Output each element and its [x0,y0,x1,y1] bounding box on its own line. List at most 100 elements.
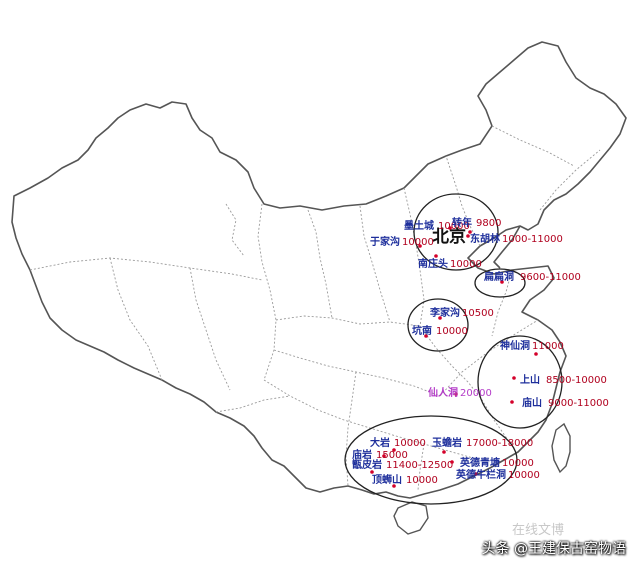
site-date: 8500-10000 [546,375,607,386]
site-label: 上山 8500-10000 [520,373,607,386]
site-name: 英德青塘 [459,456,500,469]
site-name: 甑皮岩 [352,458,382,471]
site-date: 15000 [376,450,408,461]
site-dot [534,352,538,356]
site-label: 墨土城 10000 [404,219,470,232]
site-name: 上山 [520,373,540,386]
site-marker: 上山 8500-10000 [512,373,607,386]
site-dot [512,376,516,380]
site-date: 17000-18000 [466,438,533,449]
site-marker: 大岩 10000 [370,436,426,452]
site-name: 顶蛳山 [372,473,402,486]
site-dot [382,454,386,458]
site-dot [466,234,470,238]
site-name: 于家沟 [370,235,400,248]
site-dot [442,450,446,454]
site-date: 10000 [402,237,434,248]
bohai-coast [493,225,521,269]
site-marker: 庙山 9000-11000 [510,396,609,409]
site-name: 仙人洞 [428,386,458,399]
site-name: 神仙洞 [500,339,530,352]
site-dot [418,244,422,248]
site-name: 南庄头 [418,257,448,270]
site-name: 坑南 [412,324,432,337]
site-dot [370,470,374,474]
author-credit: 头条 @王建保古窑物语 [481,541,626,557]
site-dot [392,448,396,452]
watermark-text: 在线文博 [512,523,564,538]
site-date: 20000 [460,388,492,399]
site-dot [454,392,458,396]
site-dot [424,334,428,338]
cluster-south [344,415,518,505]
site-date: 11000 [532,341,564,352]
site-name: 英德牛栏洞 [455,468,506,481]
site-marker: 墨土城 10000 [404,219,470,232]
site-label: 玉蟾岩 17000-18000 [432,436,533,449]
site-dot [434,254,438,258]
site-dot [474,472,478,476]
site-name: 扁扁洞 [484,270,514,283]
site-label: 转年 9800 [452,216,501,229]
site-dot [450,460,454,464]
capital-label: 北京 [432,226,466,247]
site-name: 转年 [452,216,472,229]
cluster-bianbian [474,268,526,298]
site-date: 9000-11000 [548,398,609,409]
site-name: 玉蟾岩 [432,436,462,449]
site-name: 墨土城 [404,219,434,232]
province-boundaries [29,125,601,491]
hainan-island [393,501,429,535]
site-marker: 玉蟾岩 17000-18000 [432,436,533,454]
cluster-beijing [413,193,499,271]
cluster-yangtze [477,335,563,429]
site-name: 李家沟 [429,306,460,319]
site-dot [510,400,514,404]
site-label: 庙山 9000-11000 [522,396,609,409]
site-marker: 转年 9800 [452,216,501,234]
site-name: 东胡林 [470,232,501,245]
site-date: 10000 [394,438,426,449]
site-date: 1000-11000 [502,234,563,245]
site-dot [438,316,442,320]
site-label: 顶蛳山 10000 [372,473,438,486]
site-date: 10000 [508,470,540,481]
site-date: 10000 [438,221,470,232]
site-date: 10000 [502,458,534,469]
cluster-henan [407,298,469,352]
site-dot [468,230,472,234]
site-dot [500,280,504,284]
site-name: 大岩 [370,436,390,449]
site-date: 9800 [476,218,501,229]
site-marker: 顶蛳山 10000 [372,473,438,488]
taiwan-island [551,422,571,474]
site-date: 10000 [406,475,438,486]
site-label: 大岩 10000 [370,436,426,449]
site-name: 庙山 [522,396,542,409]
